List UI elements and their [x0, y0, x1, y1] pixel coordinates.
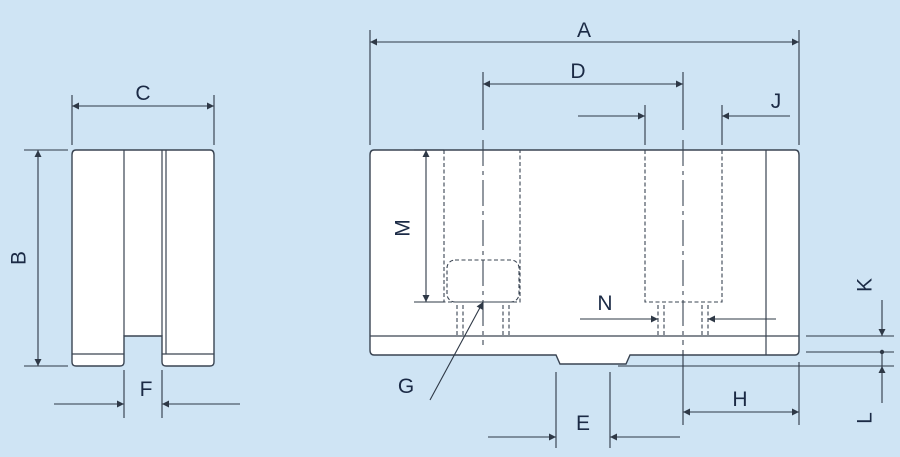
dim-k-l-dot [879, 349, 885, 355]
front-view-outline [369, 149, 800, 365]
dim-k-label: K [854, 278, 877, 292]
dim-a-label: A [577, 19, 591, 42]
front-view-hidden-pocket-left [443, 150, 521, 303]
dim-h-label: H [732, 388, 747, 411]
dim-d-label: D [570, 60, 585, 83]
dim-e-label: E [576, 412, 590, 435]
dim-b-label: B [8, 251, 31, 265]
front-view-hidden-thread-left [456, 305, 510, 336]
front-view: A D J M N G E H [369, 19, 894, 448]
dim-n-label: N [597, 292, 612, 315]
dim-m-label: M [392, 219, 415, 237]
dim-l-label: L [854, 412, 877, 424]
front-view-hidden-thread-right [657, 305, 709, 336]
leader-g-line [429, 301, 484, 401]
dim-f-label: F [140, 378, 153, 401]
dim-c-label: C [135, 82, 150, 105]
side-view: C B F [8, 82, 240, 418]
dim-j-label: J [771, 90, 782, 113]
side-view-outline [71, 149, 215, 367]
leader-g-label: G [398, 375, 414, 398]
